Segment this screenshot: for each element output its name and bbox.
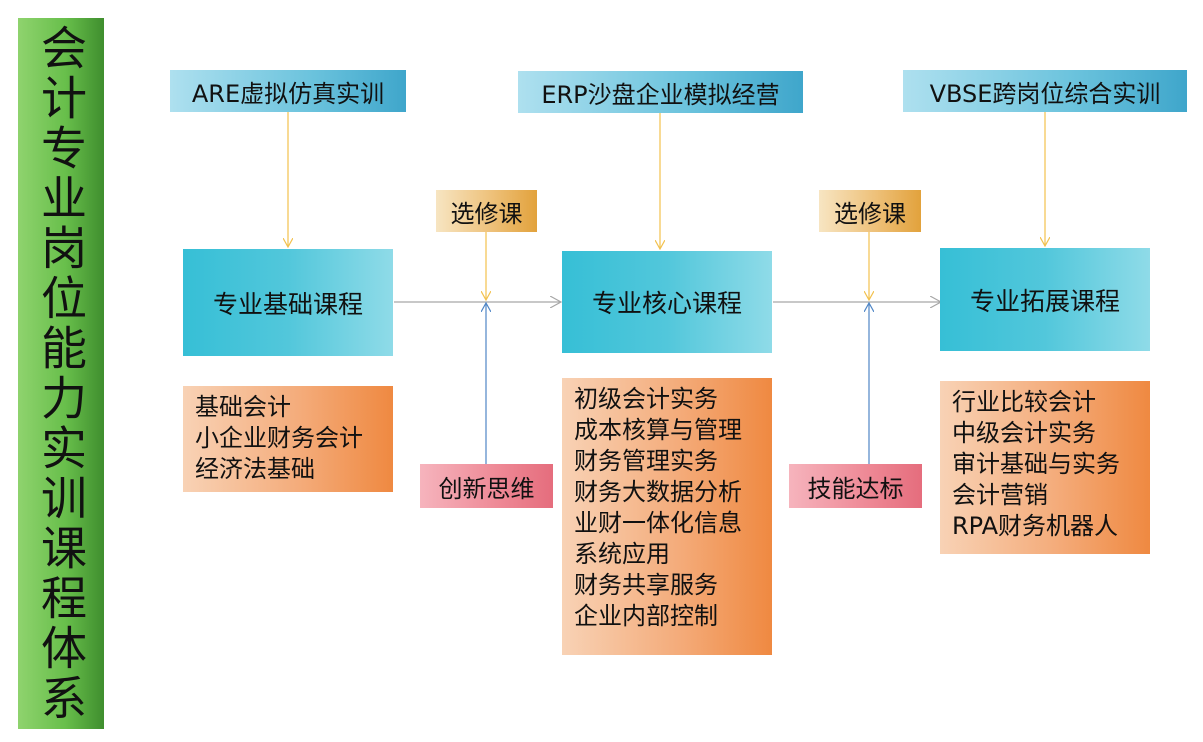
- label-innovation: 创新思维: [420, 464, 553, 508]
- list-item: 企业内部控制: [574, 602, 718, 630]
- list-item: 财务管理实务: [574, 447, 718, 475]
- top-label-erp-text: ERP沙盘企业模拟经营: [541, 80, 780, 109]
- elective-right-text: 选修课: [834, 199, 906, 228]
- label-skill: 技能达标: [789, 464, 922, 508]
- elective-left: 选修课: [436, 190, 537, 232]
- list-item: 审计基础与实务: [952, 450, 1120, 478]
- main-course-extend: 专业拓展课程: [940, 248, 1150, 351]
- top-label-are-text: ARE虚拟仿真实训: [191, 79, 385, 108]
- side-title-bar: 会计专业岗位能力实训课程体系: [18, 18, 104, 729]
- list-item: 财务大数据分析: [574, 478, 742, 506]
- top-label-vbse: VBSE跨岗位综合实训: [903, 70, 1187, 112]
- main-course-extend-text: 专业拓展课程: [969, 286, 1120, 316]
- list-item: 初级会计实务: [574, 385, 718, 413]
- main-course-core: 专业核心课程: [562, 251, 772, 353]
- list-item: RPA财务机器人: [952, 512, 1119, 540]
- course-list-basic: 基础会计 小企业财务会计 经济法基础: [183, 386, 393, 492]
- main-course-basic-text: 专业基础课程: [212, 289, 363, 319]
- list-item: 基础会计: [195, 393, 291, 421]
- elective-left-text: 选修课: [450, 199, 523, 228]
- list-item: 会计营销: [952, 481, 1048, 509]
- main-course-basic: 专业基础课程: [183, 249, 393, 356]
- list-item: 经济法基础: [195, 455, 315, 483]
- top-label-vbse-text: VBSE跨岗位综合实训: [929, 79, 1161, 108]
- list-item: 业财一体化信息: [574, 509, 742, 537]
- list-item: 小企业财务会计: [195, 424, 363, 452]
- course-list-core: 初级会计实务 成本核算与管理 财务管理实务 财务大数据分析 业财一体化信息 系统…: [562, 378, 772, 655]
- course-list-extend: 行业比较会计 中级会计实务 审计基础与实务 会计营销 RPA财务机器人: [940, 381, 1150, 554]
- list-item: 行业比较会计: [952, 388, 1096, 416]
- list-item: 中级会计实务: [952, 419, 1096, 447]
- top-label-are: ARE虚拟仿真实训: [170, 70, 406, 112]
- list-item: 系统应用: [574, 540, 670, 568]
- top-label-erp: ERP沙盘企业模拟经营: [518, 71, 803, 113]
- label-innovation-text: 创新思维: [438, 474, 535, 503]
- side-title: 会计专业岗位能力实训课程体系: [34, 23, 88, 724]
- label-skill-text: 技能达标: [807, 474, 904, 503]
- main-course-core-text: 专业核心课程: [591, 289, 742, 318]
- list-item: 财务共享服务: [574, 571, 718, 599]
- elective-right: 选修课: [819, 190, 921, 232]
- list-item: 成本核算与管理: [574, 416, 742, 444]
